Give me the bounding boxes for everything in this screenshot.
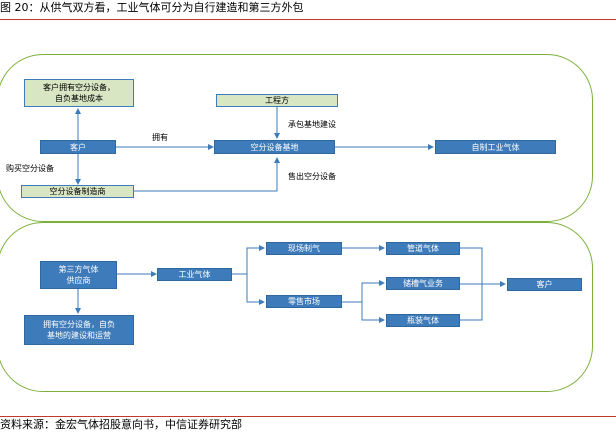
storage-gas-box: 储槽气业务 [386, 277, 460, 290]
customer-box: 客户 [40, 140, 116, 154]
self-made-gas-box: 自制工业气体 [435, 140, 556, 154]
industrial-gas-box: 工业气体 [157, 268, 232, 281]
customer-end-box: 客户 [507, 278, 582, 291]
buy-label: 购买空分设备 [6, 164, 54, 173]
onsite-gas-box: 现场制气 [266, 242, 342, 255]
retail-market-box: 零售市场 [266, 295, 342, 308]
top-divider [0, 19, 616, 20]
sell-label: 售出空分设备 [288, 172, 336, 181]
contract-label: 承包基地建设 [288, 120, 336, 129]
own-label: 拥有 [152, 133, 168, 142]
pipeline-gas-box: 管道气体 [386, 242, 460, 255]
bottled-gas-box: 瓶装气体 [386, 314, 460, 327]
figure-title: 图 20：从供气双方看，工业气体可分为自行建造和第三方外包 [0, 1, 304, 14]
bottom-divider [0, 416, 616, 417]
engineering-box: 工程方 [216, 94, 338, 107]
asu-manufacturer-box: 空分设备制造商 [21, 185, 134, 198]
third-party-owns-box: 拥有空分设备，自负 基地的建设和运营 [24, 315, 134, 345]
source-note: 资料来源：金宏气体招股意向书，中信证券研究部 [0, 418, 242, 431]
third-party-supplier-box: 第三方气体 供应商 [40, 261, 117, 289]
customer-owns-asu-box: 客户拥有空分设备， 自负基地成本 [24, 79, 134, 107]
asu-base-box: 空分设备基地 [214, 140, 335, 154]
